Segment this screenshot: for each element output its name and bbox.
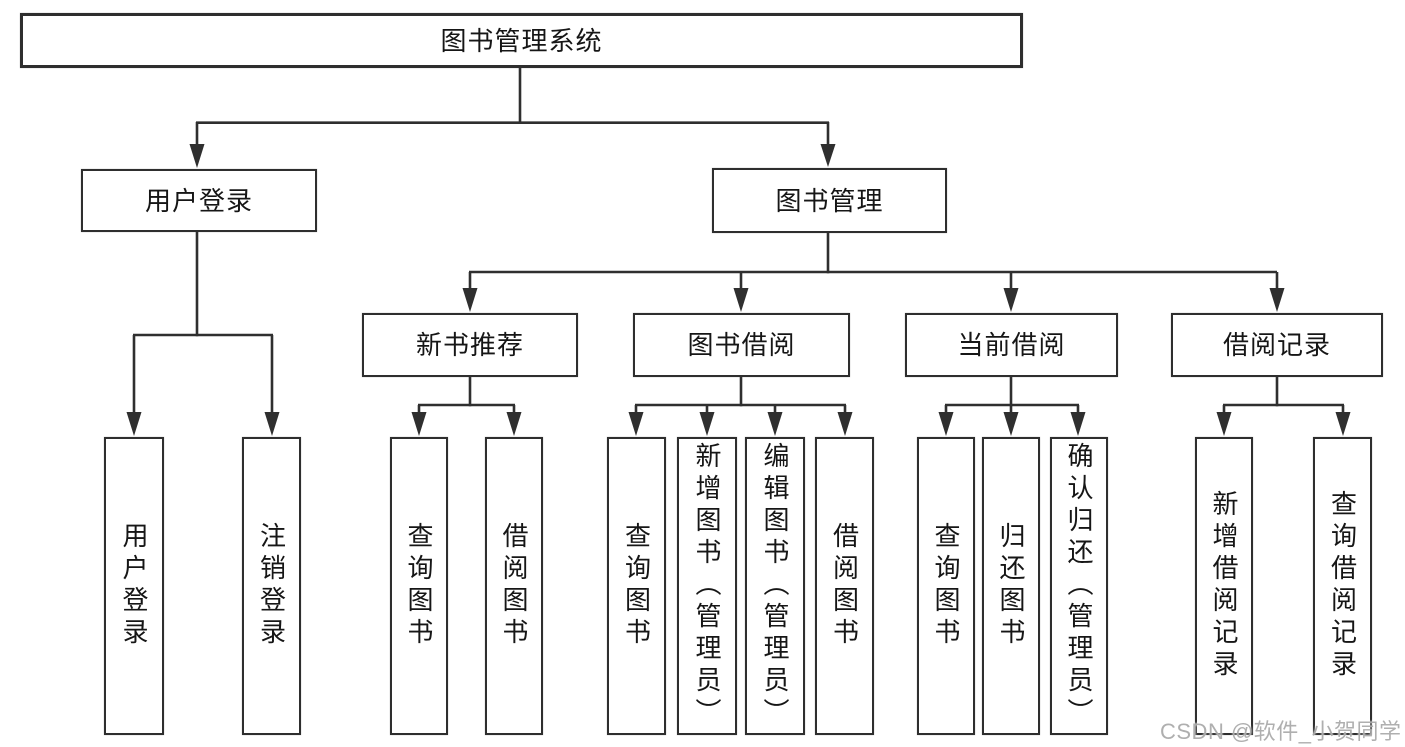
arrowhead	[189, 144, 205, 168]
arrowhead	[1335, 412, 1351, 436]
arrowhead	[820, 144, 836, 167]
watermark-text: CSDN @软件_小贺同学	[1160, 719, 1402, 744]
node-leaf-borrow-borrow: 借阅图书	[815, 437, 874, 735]
arrowhead	[1003, 412, 1019, 436]
arrowhead	[1070, 412, 1086, 436]
node-book-mgmt: 图书管理	[712, 168, 947, 233]
node-leaf-borrow-edit-admin: 编辑图书（管理员）	[745, 437, 805, 735]
node-leaf-logout: 注销登录	[242, 437, 301, 735]
arrowhead	[1269, 288, 1285, 312]
node-leaf-current-confirm-admin: 确认归还（管理员）	[1050, 437, 1108, 735]
node-leaf-records-add: 新增借阅记录	[1195, 437, 1253, 735]
arrowhead	[264, 412, 280, 436]
arrowhead	[1003, 288, 1019, 312]
arrowhead	[1216, 412, 1232, 436]
node-user-login: 用户登录	[81, 169, 317, 232]
node-leaf-user-login: 用户登录	[104, 437, 164, 735]
node-borrow-records: 借阅记录	[1171, 313, 1383, 377]
arrowhead	[837, 412, 853, 436]
arrowhead	[411, 412, 427, 436]
node-leaf-newbook-borrow: 借阅图书	[485, 437, 543, 735]
arrowhead	[699, 412, 715, 436]
node-leaf-current-query: 查询图书	[917, 437, 975, 735]
node-leaf-borrow-query: 查询图书	[607, 437, 666, 735]
node-new-book-rec: 新书推荐	[362, 313, 578, 377]
node-leaf-borrow-add-admin: 新增图书（管理员）	[677, 437, 737, 735]
arrowhead	[767, 412, 783, 436]
arrowhead	[126, 412, 142, 436]
node-root: 图书管理系统	[20, 13, 1023, 68]
arrowhead	[733, 288, 749, 312]
arrowhead	[938, 412, 954, 436]
node-leaf-newbook-query: 查询图书	[390, 437, 448, 735]
node-book-borrow: 图书借阅	[633, 313, 850, 377]
arrowhead	[462, 288, 478, 312]
arrowhead	[506, 412, 522, 436]
arrowhead	[628, 412, 644, 436]
node-current-borrow: 当前借阅	[905, 313, 1118, 377]
node-leaf-records-query: 查询借阅记录	[1313, 437, 1372, 735]
node-leaf-current-return: 归还图书	[982, 437, 1040, 735]
